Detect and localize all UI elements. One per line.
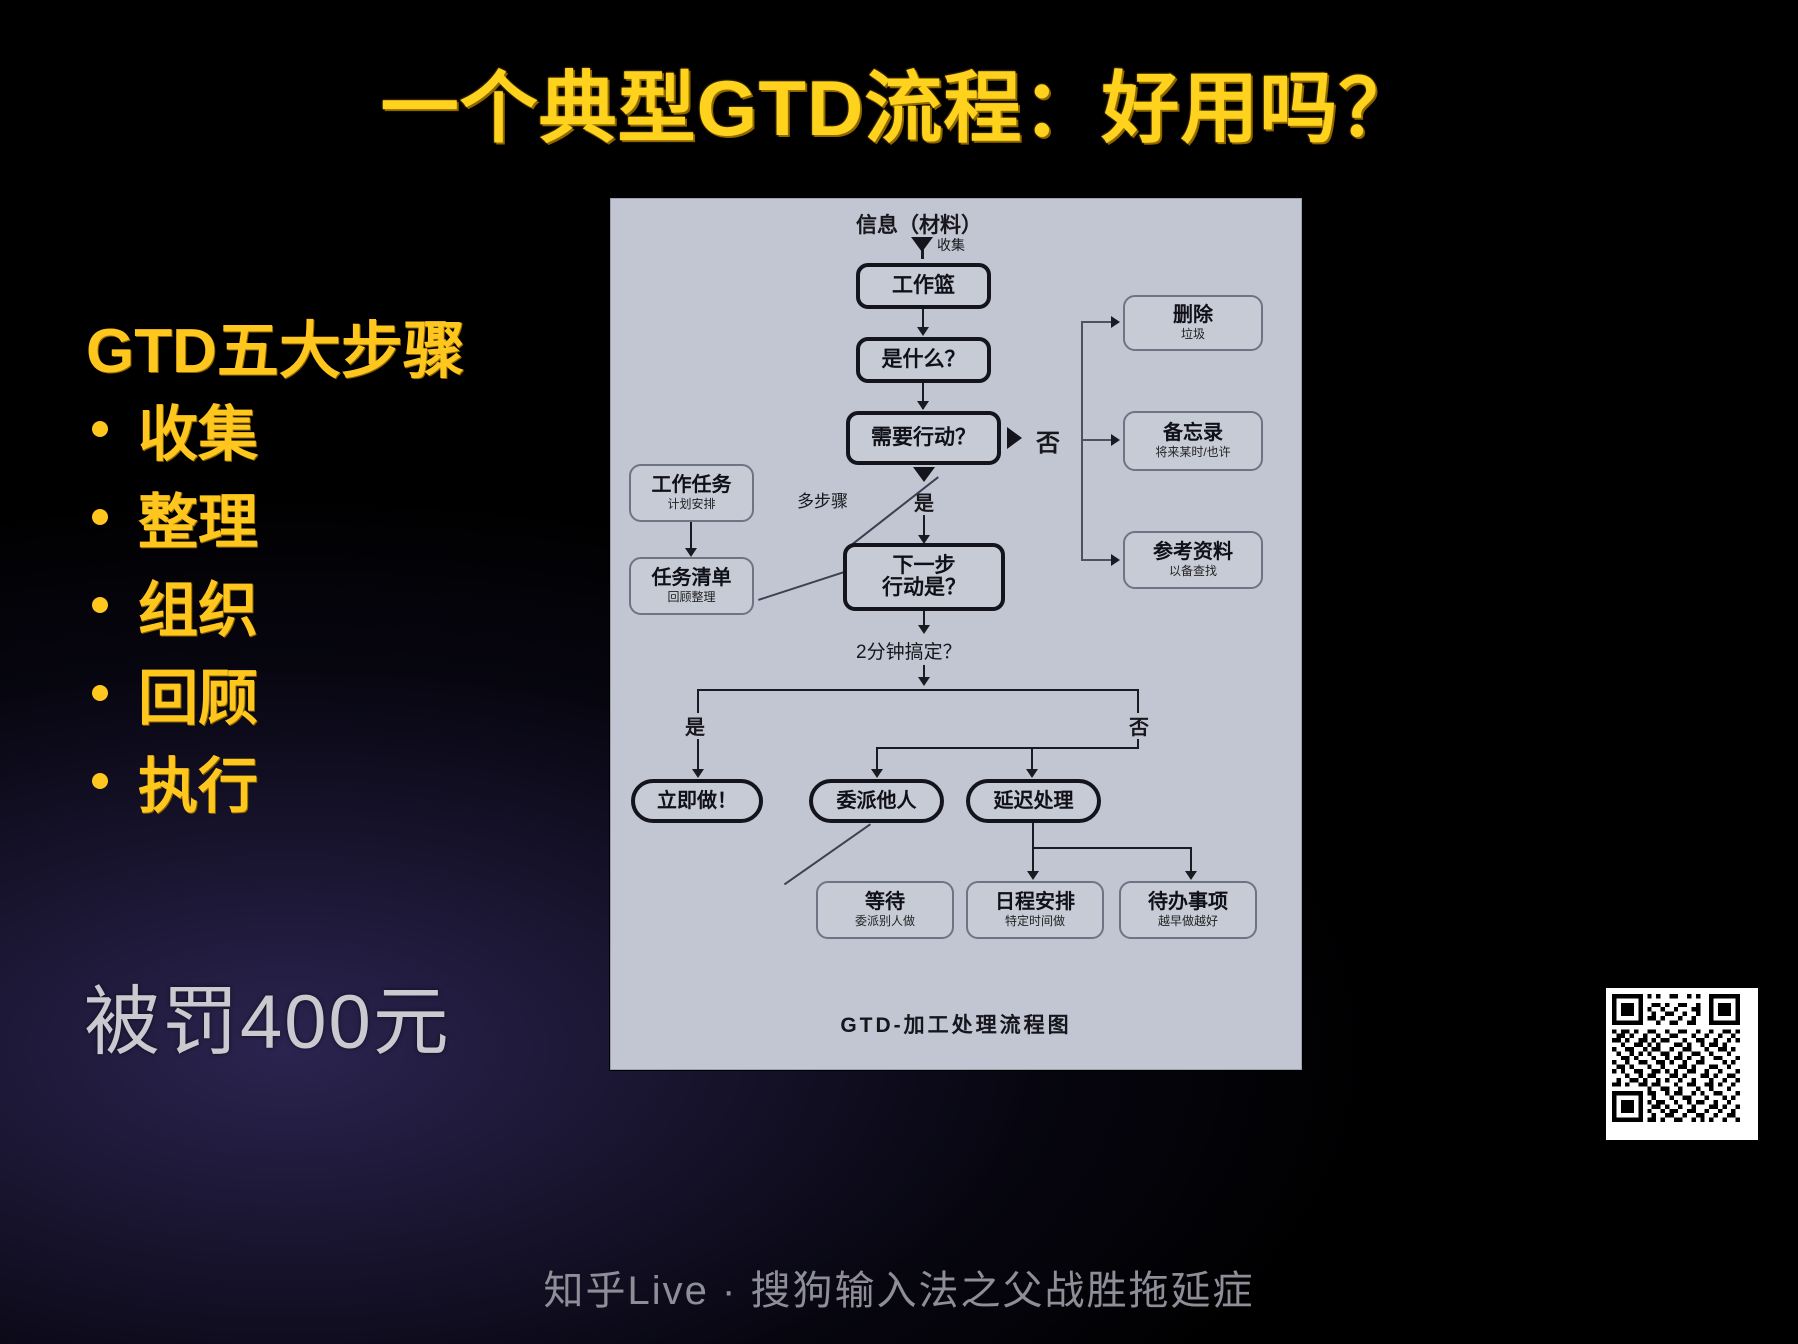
edge-label-multistep: 多步骤 [797, 492, 848, 511]
flow-node-tasklist: 任务清单 回顾整理 [629, 557, 754, 615]
steps-list: 收集 整理 组织 回顾 执行 [86, 385, 258, 825]
flow-node-reference: 参考资料 以备查找 [1123, 531, 1263, 589]
flow-node-todo: 待办事项 越早做越好 [1119, 881, 1257, 939]
flow-node-trash: 删除 垃圾 [1123, 295, 1263, 351]
bullet-dot-icon [92, 509, 108, 525]
arrow-down-icon [918, 625, 930, 634]
arrow-right-icon [1111, 554, 1120, 566]
edge-2min-split [697, 689, 1139, 691]
edge-2min-no-drop [1137, 689, 1139, 713]
page-title: 一个典型GTD流程：好用吗？ [380, 64, 1418, 152]
footer-text: 知乎Live · 搜狗输入法之父战胜拖延症 [543, 1269, 1255, 1313]
edge-no-to-trash [1081, 321, 1117, 323]
arrow-down-icon [917, 327, 929, 336]
flow-node-do-now: 立即做！ [631, 779, 763, 823]
step-label: 执行 [138, 752, 258, 820]
edge-yes-line [923, 515, 925, 541]
arrow-down-icon [1185, 871, 1197, 880]
list-item: 执行 [86, 737, 258, 825]
flow-node-next-action: 下一步 行动是？ [843, 543, 1005, 611]
flow-node-inbox: 工作篮 [856, 263, 991, 309]
edge-no-bus [876, 747, 1138, 749]
arrow-down-icon [918, 535, 930, 544]
flow-node-need-action: 需要行动？ [846, 411, 1001, 465]
edge-spine-no [1081, 321, 1083, 561]
flow-node-defer: 延迟处理 [966, 779, 1101, 823]
edge-2min-down [923, 665, 925, 683]
penalty-text: 被罚400元 [84, 980, 451, 1065]
edge-yes-to-do-now [697, 739, 699, 775]
arrow-down-icon [1027, 871, 1039, 880]
edge-2min-yes-drop [697, 689, 699, 713]
bullet-dot-icon [92, 685, 108, 701]
edge-to-delegate [876, 747, 878, 775]
edge-label-no-2min: 否 [1129, 717, 1149, 739]
bullet-dot-icon [92, 773, 108, 789]
bullet-dot-icon [92, 421, 108, 437]
edge-project-to-tasklist [690, 522, 692, 554]
left-heading: GTD五大步骤 [86, 317, 465, 386]
arrow-down-icon [685, 548, 697, 557]
edge-delegate-to-waiting [783, 823, 871, 886]
edge-to-todo [1190, 847, 1192, 877]
step-label: 收集 [138, 400, 258, 468]
step-label: 整理 [138, 488, 258, 556]
step-label: 回顾 [138, 664, 258, 732]
edge-no-to-someday [1081, 439, 1117, 441]
edge-no-vertical [1137, 739, 1139, 749]
gtd-flowchart: 信息（材料） 收集 工作篮 是什么？ 需要行动？ 否 [610, 198, 1302, 1070]
list-item: 组织 [86, 561, 258, 649]
edge-what-to-need-action [922, 383, 924, 409]
edge-label-no: 否 [1036, 430, 1060, 457]
arrow-right-icon [1111, 434, 1120, 446]
arrow-down-icon [871, 769, 883, 778]
edge-inbox-to-what [922, 309, 924, 333]
edge-to-defer [1031, 747, 1033, 775]
edge-no-to-reference [1081, 559, 1117, 561]
edge-defer-down [1032, 823, 1034, 847]
bullet-dot-icon [92, 597, 108, 613]
arrow-down-icon [1026, 769, 1038, 778]
edge-label-yes-2min: 是 [685, 717, 705, 739]
edge-to-calendar [1032, 847, 1034, 877]
arrow-down-icon [913, 467, 935, 482]
flow-node-source: 信息（材料） [856, 214, 982, 237]
qr-code-icon [1606, 988, 1758, 1140]
flow-node-someday: 备忘录 将来某时/也许 [1123, 411, 1263, 471]
flow-node-what: 是什么？ [856, 337, 991, 383]
edge-next-to-2min [923, 611, 925, 631]
list-item: 收集 [86, 385, 258, 473]
arrow-right-icon [1007, 427, 1022, 449]
flow-node-project: 工作任务 计划安排 [629, 464, 754, 522]
arrow-down-icon [692, 769, 704, 778]
edge-label-collect: 收集 [937, 237, 965, 253]
flow-node-delegate: 委派他人 [809, 779, 944, 823]
list-item: 整理 [86, 473, 258, 561]
edge-label-two-minutes: 2分钟搞定？ [856, 642, 962, 663]
arrow-down-icon [918, 677, 930, 686]
edge-defer-bus [1032, 847, 1192, 849]
arrow-down-icon [917, 401, 929, 410]
flow-node-waiting: 等待 委派别人做 [816, 881, 954, 939]
flow-node-calendar: 日程安排 特定时间做 [966, 881, 1104, 939]
flowchart-caption: GTD-加工处理流程图 [840, 1014, 1072, 1037]
step-label: 组织 [138, 576, 258, 644]
arrow-down-icon [911, 237, 933, 252]
edge-label-yes: 是 [914, 493, 934, 515]
arrow-right-icon [1111, 316, 1120, 328]
list-item: 回顾 [86, 649, 258, 737]
